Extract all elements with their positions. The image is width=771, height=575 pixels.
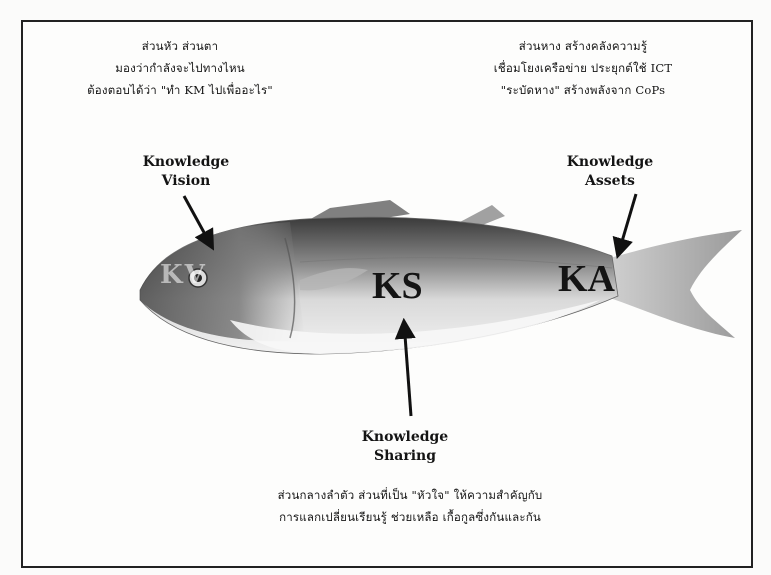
knowledge-assets-label: Knowledge Assets [555, 153, 665, 191]
tail-description-line2: เชื่อมโยงเครือข่าย ประยุกต์ใช้ ICT [448, 57, 718, 79]
knowledge-vision-line2: Vision [126, 172, 246, 191]
head-description: ส่วนหัว ส่วนตา มองว่ากำลังจะไปทางไหน ต้อ… [50, 35, 310, 101]
head-description-line2: มองว่ากำลังจะไปทางไหน [50, 57, 310, 79]
arrow-knowledge-assets [618, 194, 636, 255]
tail-description: ส่วนหาง สร้างคลังความรู้ เชื่อมโยงเครือข… [448, 35, 718, 101]
knowledge-assets-line2: Assets [555, 172, 665, 191]
head-description-line3: ต้องตอบได้ว่า "ทำ KM ไปเพื่ออะไร" [50, 79, 310, 101]
knowledge-sharing-line1: Knowledge [345, 428, 465, 447]
body-description: ส่วนกลางลำตัว ส่วนที่เป็น "หัวใจ" ให้ควา… [200, 484, 620, 528]
knowledge-sharing-label: Knowledge Sharing [345, 428, 465, 466]
knowledge-assets-line1: Knowledge [555, 153, 665, 172]
ka-label-on-fish: KA [558, 257, 615, 301]
kv-label-on-fish: KV [160, 260, 207, 290]
head-description-line1: ส่วนหัว ส่วนตา [50, 35, 310, 57]
arrow-knowledge-vision [184, 196, 212, 247]
ks-label-on-fish: KS [372, 264, 423, 308]
body-description-line1: ส่วนกลางลำตัว ส่วนที่เป็น "หัวใจ" ให้ควา… [200, 484, 620, 506]
knowledge-vision-label: Knowledge Vision [126, 153, 246, 191]
body-description-line2: การแลกเปลี่ยนเรียนรู้ ช่วยเหลือ เกื้อกูล… [200, 506, 620, 528]
fish-tail [610, 230, 742, 338]
tail-description-line1: ส่วนหาง สร้างคลังความรู้ [448, 35, 718, 57]
tail-description-line3: "ระบัดหาง" สร้างพลังจาก CoPs [448, 79, 718, 101]
knowledge-sharing-line2: Sharing [345, 447, 465, 466]
knowledge-vision-line1: Knowledge [126, 153, 246, 172]
